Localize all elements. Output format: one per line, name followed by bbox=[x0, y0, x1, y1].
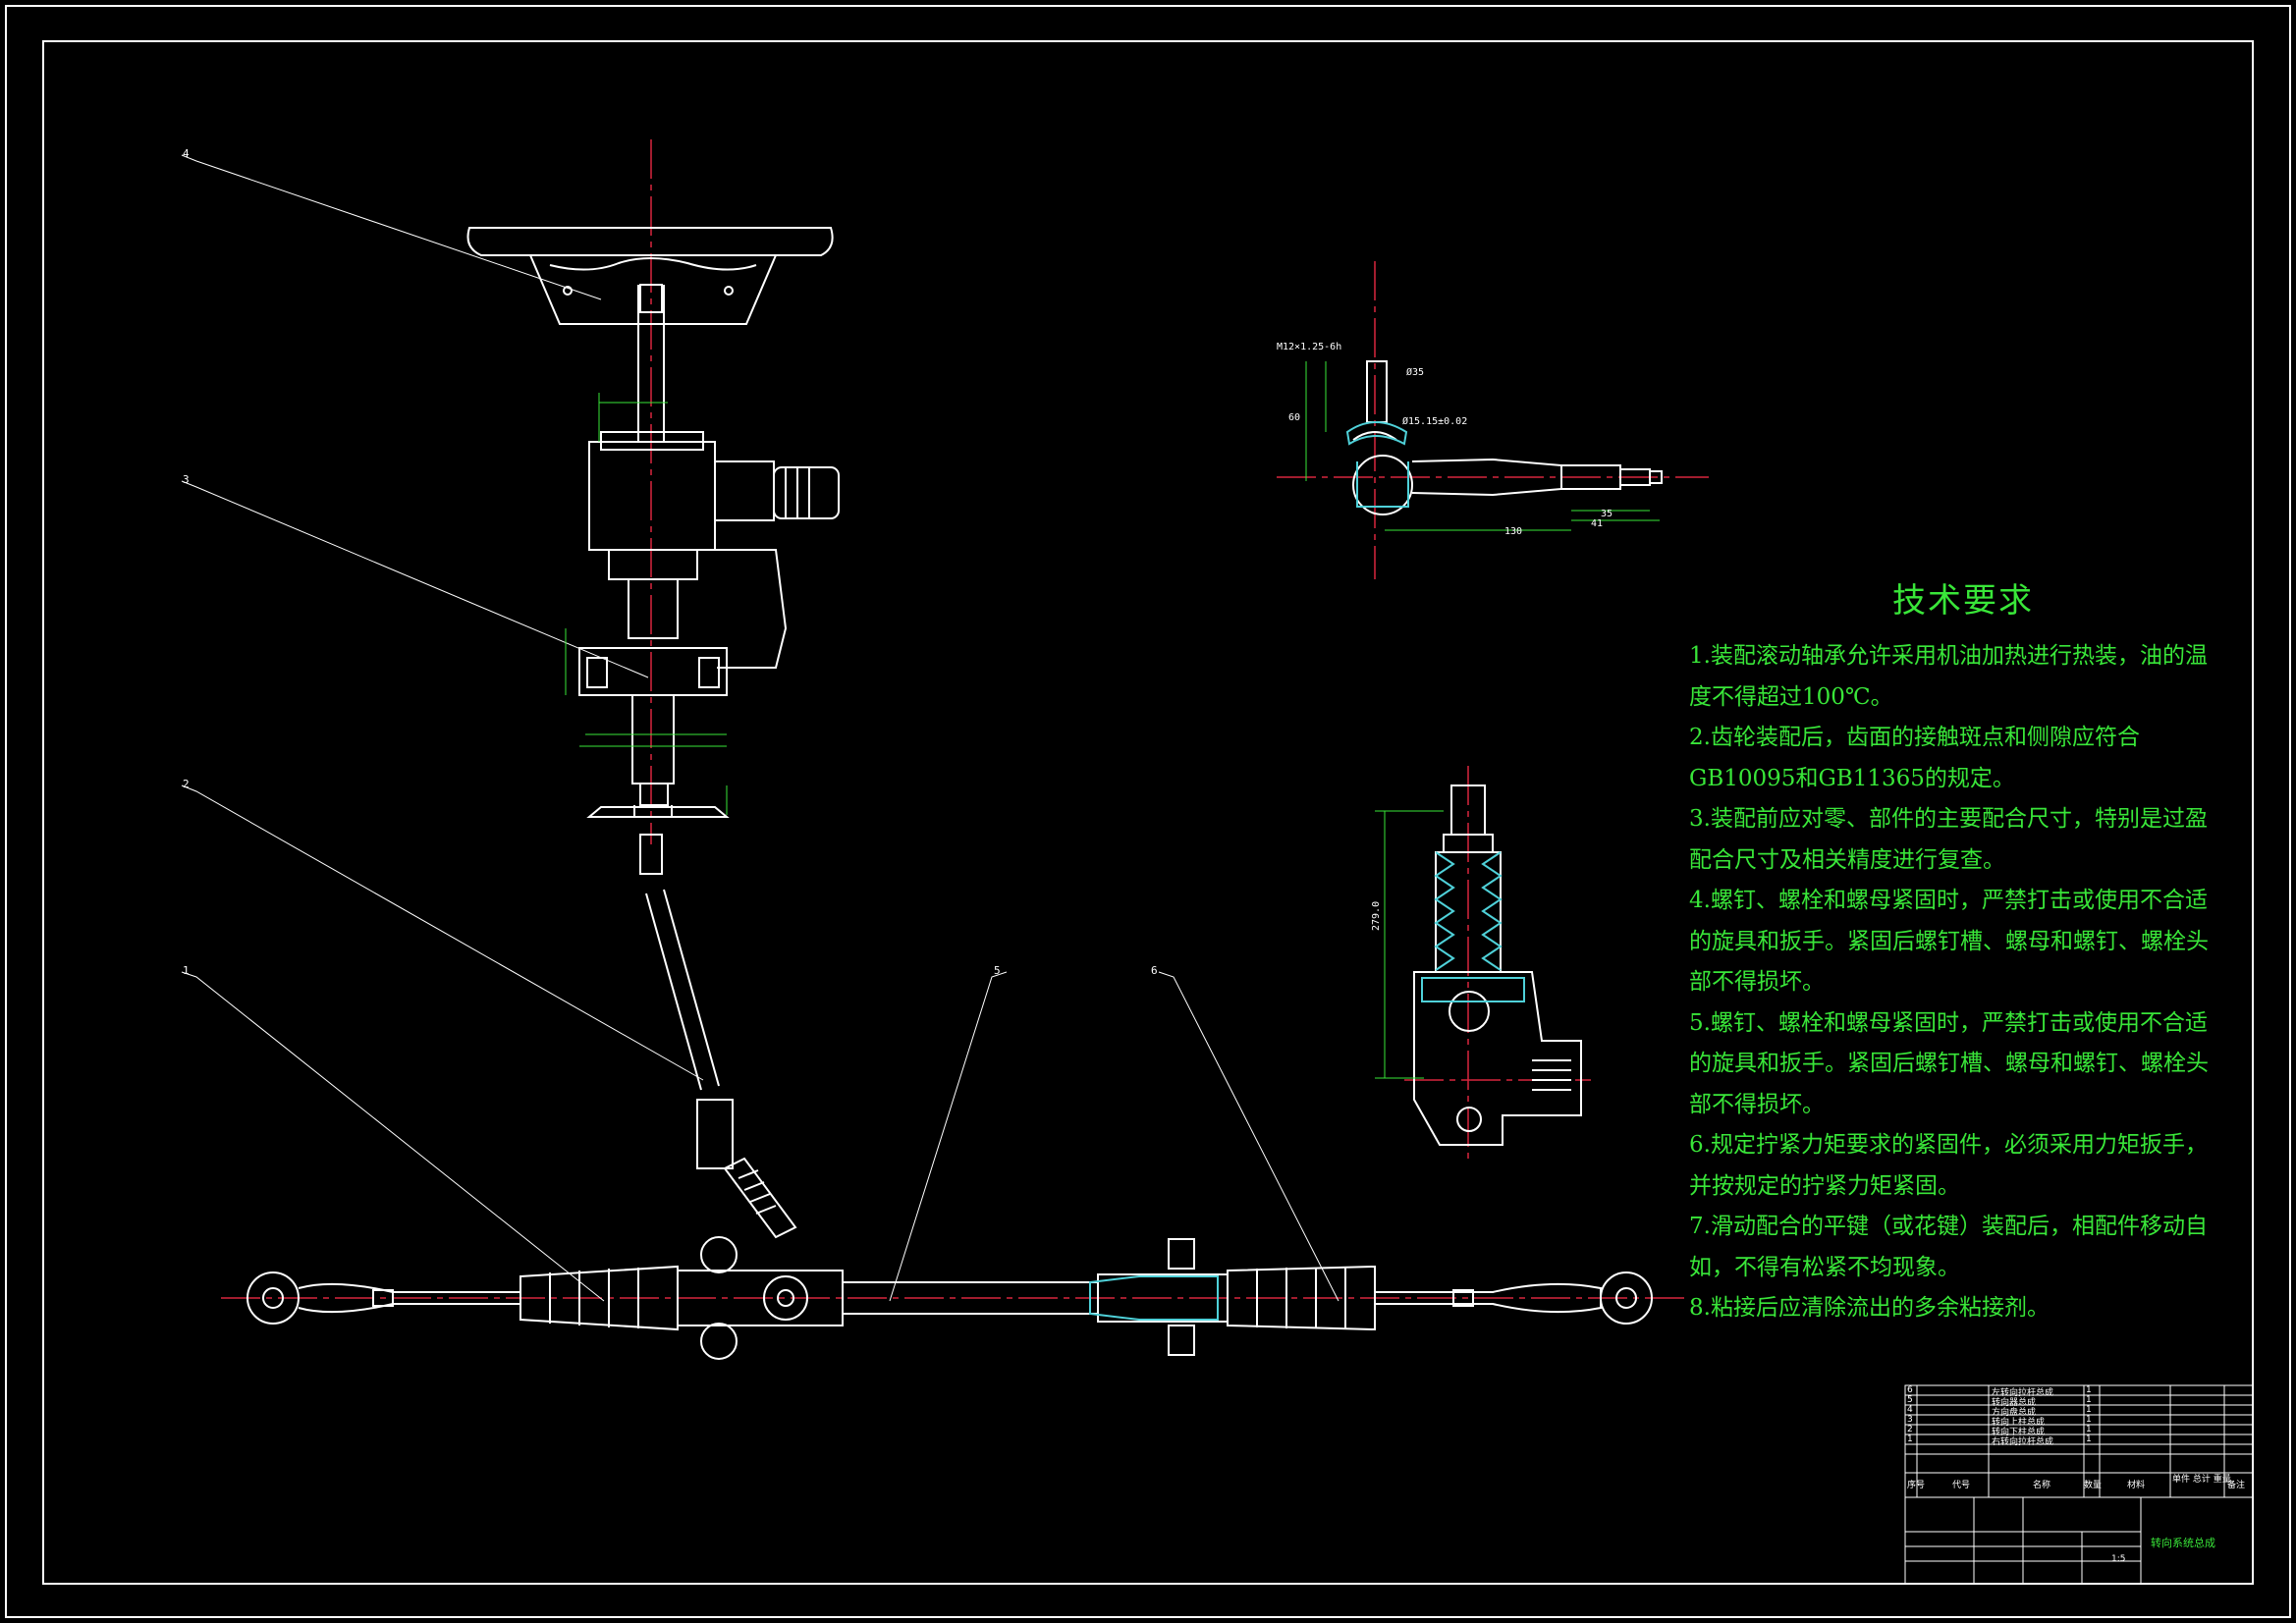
intermediate-shaft bbox=[639, 834, 797, 1239]
balloon-6: 6 bbox=[1151, 964, 1158, 977]
part-name: 转向器总成 bbox=[1992, 1398, 2037, 1408]
part-qty: 1 bbox=[2086, 1434, 2092, 1444]
tech-requirement-item: 3.装配前应对零、部件的主要配合尺寸，特别是过盈配合尺寸及相关精度进行复查。 bbox=[1689, 806, 2208, 873]
tech-requirement-item: 7.滑动配合的平键（或花键）装配后，相配件移动自如，不得有松紧不均现象。 bbox=[1689, 1214, 2208, 1280]
header-remark: 备注 bbox=[2227, 1481, 2246, 1490]
steering-rack bbox=[246, 1236, 1653, 1360]
steering-wheel bbox=[466, 227, 834, 442]
part-qty: 1 bbox=[2086, 1395, 2092, 1405]
dim-thread: M12×1.25-6h bbox=[1277, 342, 1342, 352]
drawing-scale: 1:5 bbox=[2111, 1554, 2126, 1564]
tech-requirement-item: 6.规定拧紧力矩要求的紧固件，必须采用力矩扳手，并按规定的拧紧力矩紧固。 bbox=[1689, 1132, 2208, 1199]
inner-frame bbox=[42, 40, 2254, 1585]
header-code: 代号 bbox=[1952, 1481, 1971, 1490]
dim-41: 41 bbox=[1591, 518, 1604, 529]
header-weight: 单件 总计 重量 bbox=[2172, 1475, 2231, 1485]
part-no: 5 bbox=[1907, 1395, 1913, 1405]
centerlines bbox=[221, 139, 1709, 1299]
header-qty: 数量 bbox=[2084, 1481, 2103, 1490]
title-block-grid bbox=[1904, 1384, 2254, 1585]
dim-279: 279.0 bbox=[1371, 900, 1382, 931]
part-qty: 1 bbox=[2086, 1385, 2092, 1395]
balloon-5: 5 bbox=[994, 964, 1001, 977]
part-no: 4 bbox=[1907, 1405, 1913, 1415]
tech-requirement-item: 5.螺钉、螺栓和螺母紧固时，严禁打击或使用不合适的旋具和扳手。紧固后螺钉槽、螺母… bbox=[1689, 1009, 2209, 1117]
tech-requirement-item: 2.齿轮装配后，齿面的接触斑点和侧隙应符合GB10095和GB11365的规定。 bbox=[1689, 725, 2140, 791]
part-name: 转向上柱总成 bbox=[1992, 1418, 2046, 1428]
part-qty: 1 bbox=[2086, 1405, 2092, 1415]
part-name: 方向盘总成 bbox=[1992, 1408, 2037, 1418]
part-name: 右转向拉杆总成 bbox=[1992, 1437, 2054, 1447]
part-name: 左转向拉杆总成 bbox=[1992, 1388, 2054, 1398]
tie-rod-end-detail bbox=[1352, 360, 1663, 515]
outer-frame bbox=[5, 5, 2291, 1618]
rack-housing-section bbox=[1089, 1275, 1219, 1321]
dim-60: 60 bbox=[1288, 412, 1301, 423]
title-block: 6 左转向拉杆总成 1 5 转向器总成 1 4 方向盘总成 1 3 转向上柱总成… bbox=[1905, 1385, 2253, 1584]
dim-d35: Ø35 bbox=[1406, 367, 1425, 378]
part-no: 3 bbox=[1907, 1415, 1913, 1425]
header-no: 序号 bbox=[1907, 1481, 1926, 1490]
part-qty: 1 bbox=[2086, 1415, 2092, 1425]
drawing-title: 转向系统总成 bbox=[2151, 1537, 2215, 1549]
part-name: 转向下柱总成 bbox=[1992, 1428, 2046, 1437]
part-no: 1 bbox=[1907, 1434, 1913, 1444]
balloon-4: 4 bbox=[183, 147, 190, 160]
tech-requirements-title: 技术要求 bbox=[1892, 581, 2034, 621]
upper-column bbox=[578, 431, 840, 818]
leader-lines bbox=[181, 154, 1339, 1302]
part-no: 6 bbox=[1907, 1385, 1913, 1395]
tie-rod-end-section bbox=[1345, 421, 1409, 508]
dim-130: 130 bbox=[1504, 526, 1523, 537]
tech-requirement-item: 8.粘接后应清除流出的多余粘接剂。 bbox=[1689, 1295, 2050, 1321]
tie-rod-dimension-lines bbox=[1305, 361, 1660, 531]
balloon-3: 3 bbox=[183, 473, 190, 486]
dim-35b: 35 bbox=[1601, 509, 1613, 519]
balloon-2: 2 bbox=[183, 778, 190, 790]
tech-requirement-item: 1.装配滚动轴承允许采用机油加热进行热装，油的温度不得超过100℃。 bbox=[1689, 643, 2208, 710]
header-name: 名称 bbox=[2033, 1481, 2051, 1490]
tech-requirement-item: 4.螺钉、螺栓和螺母紧固时，严禁打击或使用不合适的旋具和扳手。紧固后螺钉槽、螺母… bbox=[1689, 888, 2209, 995]
part-qty: 1 bbox=[2086, 1425, 2092, 1434]
part-no: 2 bbox=[1907, 1425, 1913, 1434]
header-material: 材料 bbox=[2127, 1481, 2146, 1490]
column-dimension-lines bbox=[565, 393, 728, 815]
pinion-housing-section bbox=[1421, 851, 1525, 1002]
dim-d15: Ø15.15±0.02 bbox=[1402, 416, 1468, 427]
pinion-housing-detail bbox=[1413, 784, 1582, 1146]
pinion-dimension-lines bbox=[1375, 810, 1444, 1079]
balloon-1: 1 bbox=[183, 964, 190, 977]
tech-requirements-list: 1.装配滚动轴承允许采用机油加热进行热装，油的温度不得超过100℃。 2.齿轮装… bbox=[1689, 636, 2219, 1329]
